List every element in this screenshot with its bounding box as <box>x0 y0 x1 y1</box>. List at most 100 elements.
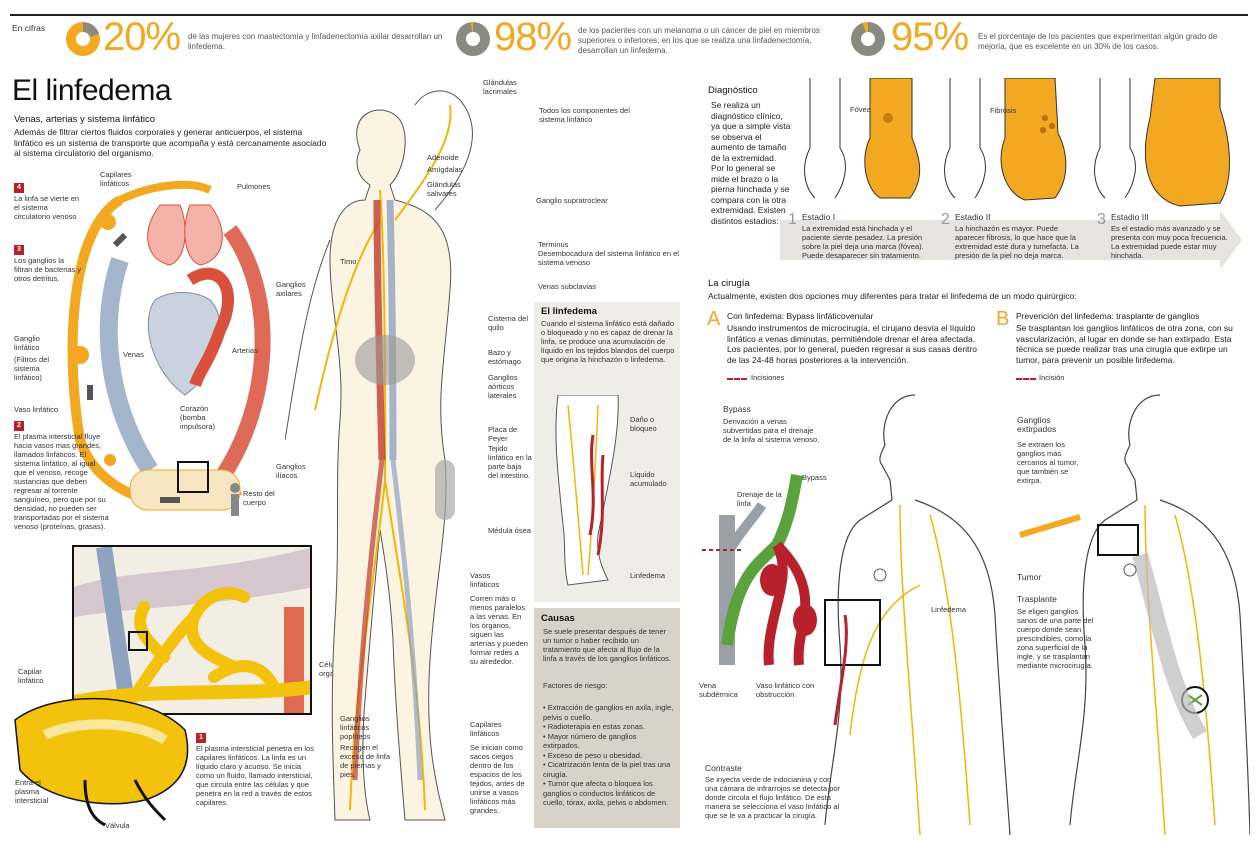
dilated-node-1 <box>760 564 784 596</box>
arm-1-normal <box>804 78 846 199</box>
cirugia-text: Actualmente, existen dos opciones muy di… <box>708 291 1077 301</box>
label-linfedema: Linfedema <box>630 571 666 580</box>
node-2 <box>104 454 116 466</box>
page-title: El linfedema <box>12 74 172 107</box>
causas-panel <box>534 608 680 828</box>
patient-a-edema <box>833 614 848 726</box>
valve-lines <box>83 779 167 827</box>
patient-a <box>824 394 1011 836</box>
stat-text-3: Es el porcentaje de los pacientes que ex… <box>978 32 1218 51</box>
leg-edema <box>588 434 605 556</box>
step2-badge: 2 <box>14 420 24 431</box>
patient-b-outline <box>1069 394 1250 836</box>
ganglios-ext-title: Ganglios extirpados <box>1017 415 1057 434</box>
trasplante-text: Se eligen ganglios sanos de una parte de… <box>1017 607 1094 670</box>
stage-1-text: La extremidad está hinchada y el pacient… <box>802 224 924 260</box>
lymph-vessel-top <box>118 180 212 204</box>
capilares-label: Capilares linfáticos <box>100 170 132 188</box>
step1-badge: 1 <box>196 732 206 743</box>
zoom-box-2 <box>128 631 148 651</box>
stat-text-2: de los pacientes con un melanoma o un cá… <box>578 26 820 55</box>
stat-value-1: 20% <box>103 15 181 59</box>
label-capilares: Se inician como sacos ciegos dentro de l… <box>470 743 525 815</box>
label-componentes: Todos los componentes del sistema linfát… <box>539 106 630 124</box>
body-figure <box>285 90 473 821</box>
step1-text: El plasma intersticial penetra en los ca… <box>196 744 314 807</box>
option-a-title: Con linfedema: Bypass linfáticovenular <box>727 311 874 321</box>
top-rule <box>10 14 1248 16</box>
label-adenoide: Adenoide <box>427 153 459 162</box>
stage-3-title: Estadio III <box>1111 212 1149 222</box>
fovea-mark <box>883 113 893 123</box>
vaso-obs-label: Vaso linfático con obstrucción <box>756 681 815 699</box>
lower-arm <box>285 239 331 441</box>
label-amigdalas: Amígdalas <box>427 165 463 174</box>
circulation-diagram <box>67 180 271 516</box>
arm-2-swollen <box>1000 78 1067 201</box>
label-vasos: Corren más o menos paralelos a las venas… <box>470 594 528 666</box>
pulmones-label: Pulmones <box>237 182 271 191</box>
label-liquido: Líquido acumulado <box>630 470 667 488</box>
bypass-vessels <box>702 474 817 666</box>
artery-path <box>213 225 271 485</box>
fibrosis-dot <box>1040 127 1046 133</box>
aorta-trunk <box>373 199 386 461</box>
label-peyer: Placa de Peyer <box>488 425 518 443</box>
vena-label: Vena subdérmica <box>699 681 738 699</box>
label-iliacos: Ganglios ilíacos <box>276 462 306 480</box>
diagnostico-title: Diagnóstico <box>708 85 758 96</box>
option-b-title: Prevención del linfedema: trasplante de … <box>1016 311 1200 321</box>
stage-1-title: Estadio I <box>802 212 836 222</box>
donut-95-icon <box>851 22 885 56</box>
fibrosis-label: Fibrosis <box>990 106 1017 115</box>
step4-badge: 4 <box>14 182 24 193</box>
stomach <box>355 335 415 385</box>
diagnostico-text: Se realiza un diagnóstico clínico, ya qu… <box>711 100 791 226</box>
lung-left <box>147 204 186 266</box>
ganglio-note: (Filtros del sistema linfático) <box>14 355 50 382</box>
causas-list: • Extracción de ganglios en axila, ingle… <box>543 703 675 808</box>
label-lacrimales: Glándulas lacrimales <box>483 78 517 96</box>
dilated-node-2 <box>793 604 817 636</box>
femoral-artery <box>352 459 385 781</box>
causa-item: • Mayor número de ganglios extirpados. <box>543 731 637 751</box>
venas-label: Venas <box>123 350 144 359</box>
lymph-collector <box>74 680 310 709</box>
causa-item: • Extracción de ganglios en axila, ingle… <box>543 703 674 722</box>
label-bazo: Bazo y estómago <box>488 348 521 366</box>
label-axilares: Ganglios axilares <box>276 280 306 298</box>
vena-cava <box>386 199 397 461</box>
incisiones-mark <box>727 378 747 380</box>
label-medula: Médula ósea <box>488 526 531 535</box>
stage-1-num: 1 <box>788 211 797 228</box>
stats-label: En cifras <box>12 23 46 33</box>
vein-path <box>99 257 158 475</box>
arrow-1 <box>112 232 128 248</box>
causas-title: Causas <box>541 613 575 624</box>
patient-b-nipple <box>1123 563 1137 577</box>
label-timo: Timo <box>340 257 357 266</box>
bypass-title: Bypass <box>723 404 751 414</box>
femoral-vein <box>390 459 423 781</box>
stage-3-text: Es el estadio más avanzado y se presenta… <box>1111 224 1228 260</box>
intro-subtitle: Venas, arterias y sistema linfático <box>14 114 155 125</box>
patient-a-nipple <box>873 568 887 582</box>
stage-2-text: La hinchazón es mayor. Puede aparecer fi… <box>955 224 1079 260</box>
stat-value-2: 98% <box>494 15 572 59</box>
entrada-label: Entra el plasma intersticial <box>15 778 49 805</box>
obstructed-lymph-1 <box>763 542 788 666</box>
label-vasos-title: Vasos linfáticos <box>470 571 500 589</box>
causa-item: • Cicatrización lenta de la piel tras un… <box>543 760 671 779</box>
vaso-label: Vaso linfático <box>14 405 59 414</box>
stage-arrow <box>780 210 1242 270</box>
capillary-zoom-art <box>74 547 310 713</box>
option-a-letter: A <box>707 308 721 330</box>
label-supratroclear: Ganglio supratroclear <box>536 196 608 205</box>
arm-3-swollen <box>1144 78 1230 207</box>
capillary-zoom-panel <box>72 545 312 715</box>
capillary-lumen <box>42 719 168 745</box>
label-terminus-title: Terminus <box>538 240 569 249</box>
stage-2-title: Estadio II <box>955 212 991 222</box>
ganglios-ext-text: Se extraen los ganglios más cercanos al … <box>1017 440 1079 485</box>
forceps <box>1019 514 1081 538</box>
